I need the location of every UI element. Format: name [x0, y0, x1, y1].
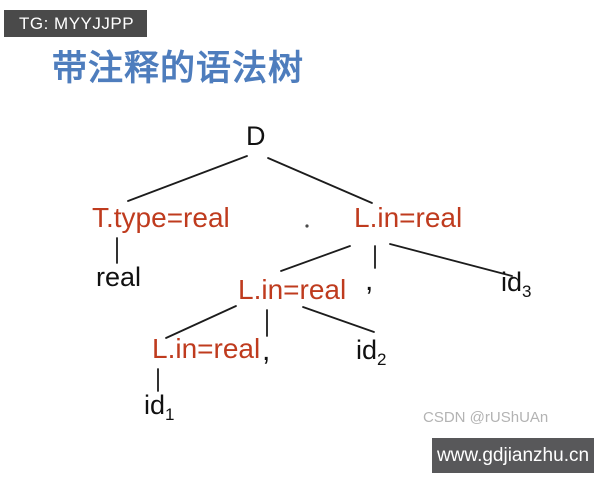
leaf-id2-base: id — [356, 335, 378, 365]
stray-dot — [305, 224, 309, 228]
leaf-id3-subscript: 3 — [522, 282, 532, 301]
tree-node-L-in-lower: L.in=real — [152, 333, 261, 364]
tree-edge — [280, 245, 351, 272]
tree-node-T-type: T.type=real — [92, 202, 230, 233]
tree-edge — [127, 155, 248, 202]
tree-node-L-in-middle: L.in=real — [238, 274, 347, 305]
tree-node-L-in-top: L.in=real — [354, 202, 463, 233]
leaf-id3-base: id — [501, 267, 523, 297]
leaf-id1-subscript: 1 — [165, 405, 175, 424]
tree-edge — [267, 157, 373, 204]
page-title: 带注释的语法树 — [52, 49, 305, 88]
tg-badge: TG: MYYJJPP — [4, 10, 148, 37]
site-watermark: www.gdjianzhu.cn — [432, 438, 594, 473]
leaf-comma-top: , — [365, 264, 374, 297]
leaf-id1-base: id — [144, 390, 166, 420]
csdn-watermark: CSDN @rUShUAn — [423, 409, 549, 426]
tree-edge — [302, 306, 375, 333]
tree-node-D: D — [246, 121, 266, 151]
tree-edge — [389, 243, 513, 277]
leaf-id2: id2 — [356, 335, 386, 370]
leaf-id1: id1 — [144, 390, 174, 425]
leaf-comma-middle: , — [262, 334, 271, 367]
leaf-id3: id3 — [501, 267, 531, 302]
leaf-id2-subscript: 2 — [377, 350, 387, 369]
leaf-real: real — [96, 262, 142, 292]
